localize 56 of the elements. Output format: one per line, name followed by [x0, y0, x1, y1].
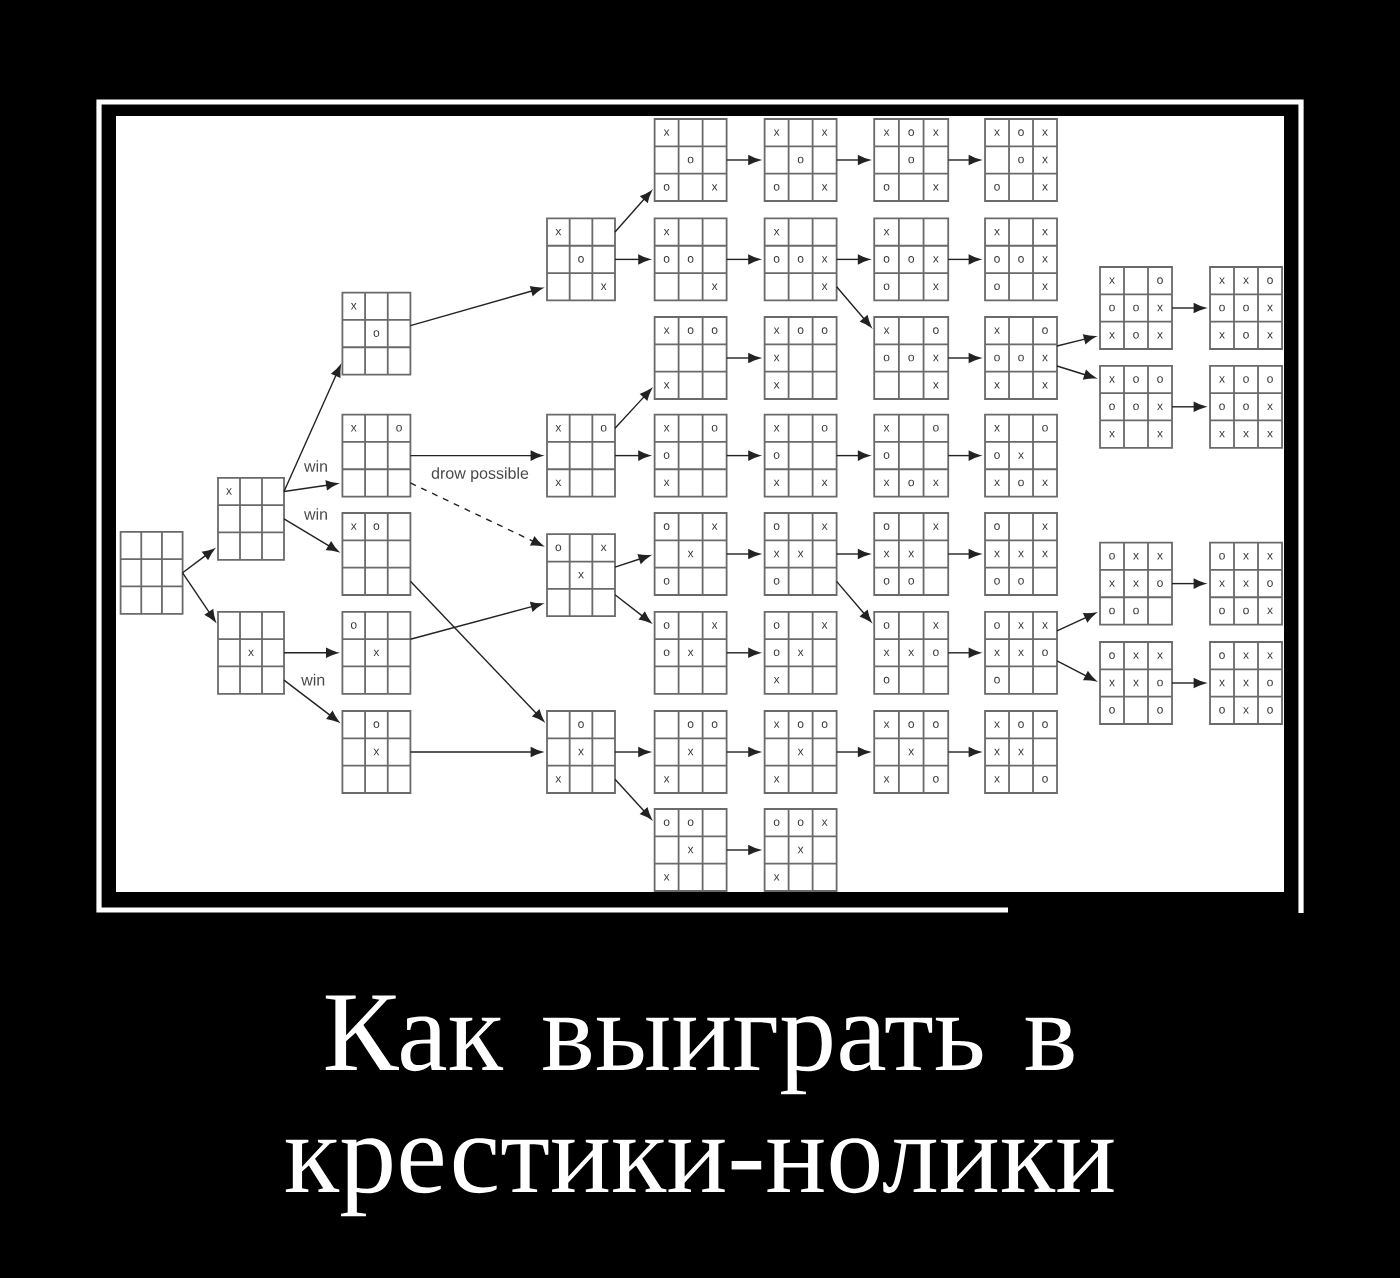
arrow	[947, 747, 981, 757]
arrow	[947, 353, 981, 363]
arrow	[283, 480, 338, 493]
arrow	[614, 254, 651, 265]
arrow	[283, 647, 338, 658]
arrow	[1056, 660, 1097, 682]
arrow	[835, 254, 870, 265]
arrow	[1171, 578, 1206, 589]
edge-label: win	[302, 506, 330, 522]
arrow	[283, 679, 339, 723]
arrow	[835, 286, 872, 328]
arrow	[1171, 401, 1206, 412]
arrow	[725, 747, 761, 757]
arrow	[947, 254, 981, 265]
arrow	[947, 155, 981, 165]
arrow	[1056, 365, 1096, 380]
arrow	[409, 286, 543, 327]
arrow	[409, 450, 543, 461]
arrow	[614, 450, 651, 461]
arrow	[283, 518, 339, 552]
arrow	[947, 549, 981, 559]
arrow	[725, 549, 761, 559]
arrow	[725, 647, 761, 658]
arrow	[614, 594, 652, 623]
arrow	[614, 190, 652, 233]
arrow	[725, 353, 761, 363]
dashed-arrow	[409, 482, 543, 547]
arrow	[947, 450, 981, 461]
game-board	[119, 530, 184, 615]
arrow	[409, 580, 545, 722]
arrow	[614, 554, 651, 568]
arrow	[1056, 612, 1096, 632]
arrow	[283, 365, 341, 493]
arrow	[725, 845, 761, 855]
caption: Как выиграть в крестики-нолики	[285, 995, 1114, 1217]
arrow	[835, 580, 872, 623]
arrow	[725, 254, 761, 265]
arrow	[409, 601, 543, 640]
arrow	[947, 647, 981, 658]
arrow	[835, 549, 870, 559]
arrow	[725, 450, 761, 461]
arrow	[1056, 334, 1096, 347]
edge-label: win	[302, 458, 330, 474]
arrow	[725, 155, 761, 165]
arrow	[1171, 303, 1206, 313]
arrow	[409, 747, 543, 757]
arrow	[181, 548, 215, 574]
arrow	[835, 450, 870, 461]
arrow	[614, 388, 652, 429]
arrow	[614, 778, 652, 820]
edge-label: drow possible	[429, 465, 531, 485]
arrow	[614, 747, 651, 757]
arrow	[1171, 678, 1206, 688]
arrow	[835, 155, 870, 165]
arrow	[181, 572, 216, 622]
arrow	[835, 747, 870, 757]
